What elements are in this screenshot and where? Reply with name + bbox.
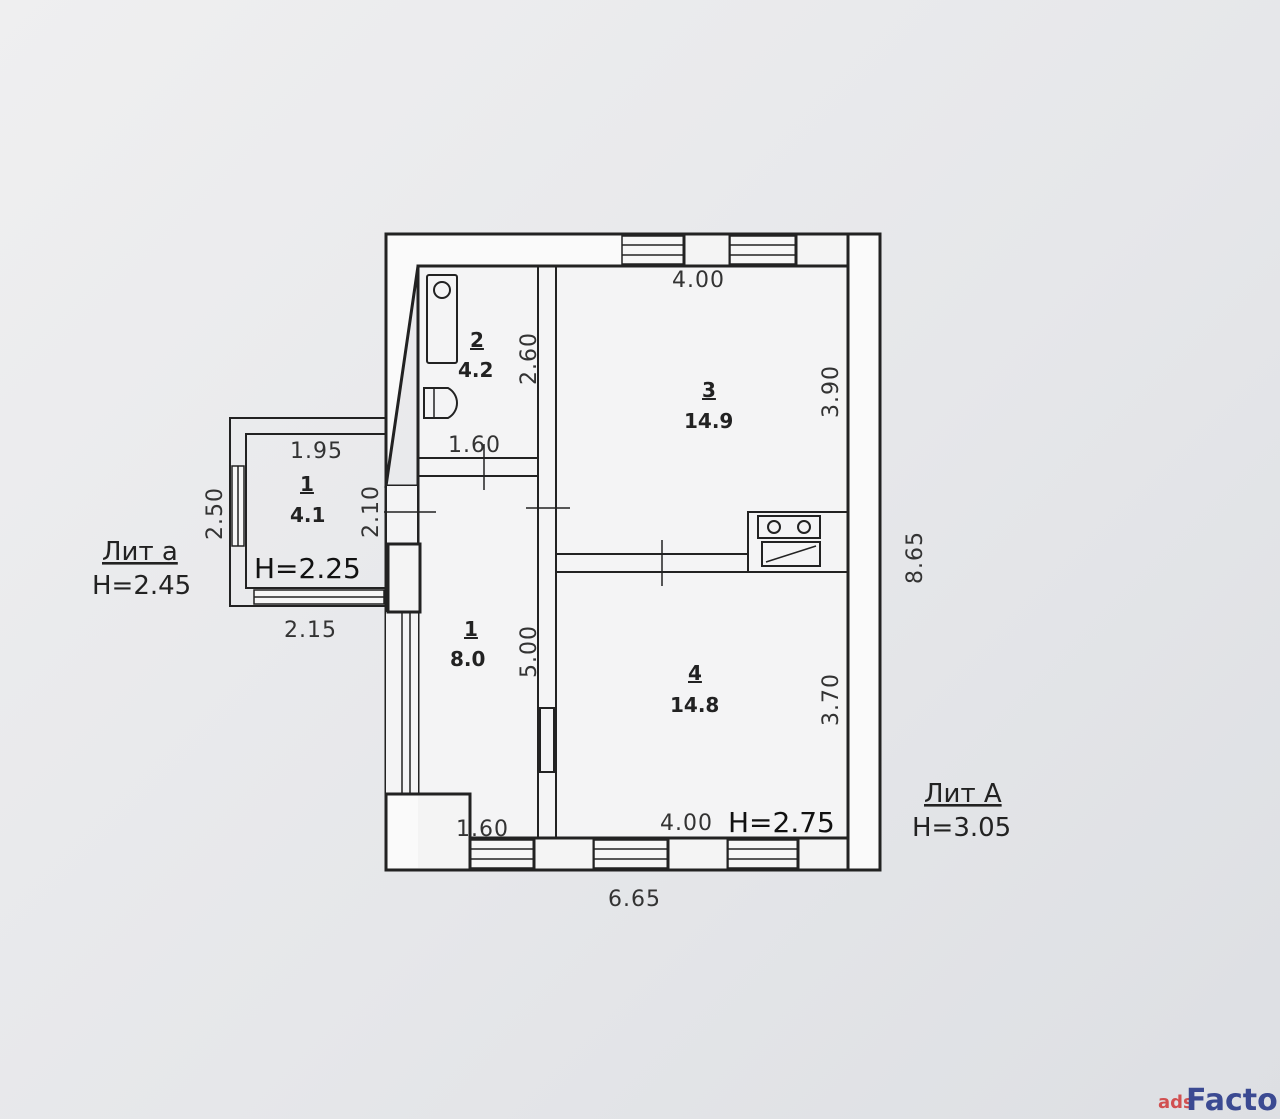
dim-hall-width: 1.60 [456,817,509,842]
dimensions: 4.00 2.60 3.90 1.60 1.95 2.50 2.10 2.15 … [203,268,928,912]
room-number-3: 3 [702,378,716,402]
dim-room4-width: 4.00 [660,811,713,836]
room-number-hall: 1 [464,617,478,641]
dim-annex-top: 1.95 [290,439,343,464]
room-area-4: 14.8 [670,693,719,717]
lit-a-small-label: Лит а [102,537,178,567]
room-number-annex: 1 [300,472,314,496]
bottom-windows [384,792,850,872]
watermark-ads: ads [1158,1092,1194,1113]
dim-annex-door: 2.10 [359,485,384,538]
room-area-bathroom: 4.2 [458,358,493,382]
partitions [384,265,749,839]
dim-top-width: 4.00 [672,268,725,293]
dim-room4-height: 3.70 [819,673,844,726]
dim-room3-height: 3.90 [819,365,844,418]
room-area-hall: 8.0 [450,647,485,671]
lit-a-small-height: H=2.45 [92,571,191,601]
bathtub-icon [426,274,458,364]
stove [747,511,849,573]
dim-bathroom-height: 2.60 [517,332,542,385]
dim-hall-height: 5.00 [517,625,542,678]
dim-total-width: 6.65 [608,887,661,912]
main-ceiling-height: H=2.75 [728,806,835,839]
lit-a-big-label: Лит А [924,779,1002,809]
toilet-icon [423,387,458,419]
watermark-factory: Factory [1186,1083,1280,1118]
room-labels: 2 4.2 3 14.9 1 4.1 H=2.25 1 8.0 4 14.8 H… [254,328,835,839]
top-windows [621,232,850,268]
room-area-3: 14.9 [684,409,733,433]
dim-bath-width: 1.60 [448,433,501,458]
annex-walls [229,417,422,614]
lit-a-big-height: H=3.05 [912,813,1011,843]
adsfactory-watermark: ads Factory [1158,1083,1280,1118]
room-area-annex: 4.1 [290,503,325,527]
dim-total-height: 8.65 [903,531,928,584]
room-number-4: 4 [688,661,702,685]
lit-labels: Лит а H=2.45 Лит А H=3.05 [92,537,1011,843]
annex-ceiling-height: H=2.25 [254,552,361,585]
dim-annex-bottom: 2.15 [284,618,337,643]
main-walls [384,232,882,872]
dim-annex-side: 2.50 [203,487,228,540]
room-number-bathroom: 2 [470,328,484,352]
